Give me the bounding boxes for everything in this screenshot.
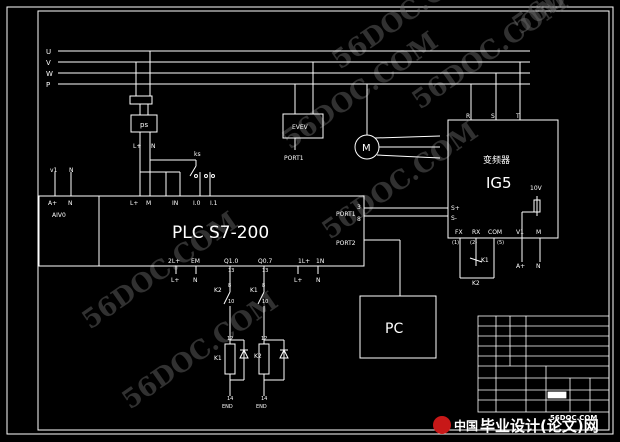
plc-pin8: 8	[357, 216, 361, 223]
relay-right-12: 12	[261, 336, 267, 342]
footer-brand-zh: 中国	[454, 418, 478, 433]
footer-brand-main: 毕业设计(论文)网	[480, 417, 599, 435]
inv-s: S	[491, 113, 495, 120]
aivo-block	[38, 172, 100, 267]
inv-10v: 10V	[530, 185, 543, 192]
inv-n: N	[536, 263, 541, 270]
relay-circuits	[223, 266, 289, 396]
inv-s-plus: S+	[451, 205, 460, 212]
pc-label: PC	[385, 321, 403, 337]
relay-right-10: 10	[262, 299, 268, 305]
ps-block	[129, 51, 158, 196]
plc-bottom-n-2: N	[316, 277, 321, 284]
footer-site: 56DOC.COM	[550, 414, 597, 422]
aivo-label: AIV0	[52, 212, 66, 219]
ps-n: N	[151, 143, 156, 150]
logo-globe-icon	[433, 416, 451, 434]
bus-label-p: P	[46, 81, 50, 89]
plc-bottom-n-1: N	[193, 277, 198, 284]
inv-model: IG5	[486, 174, 512, 192]
plc-port-1lplus: 1L+	[298, 258, 310, 265]
inv-r: R	[466, 113, 470, 120]
inv-small-5: (5)	[497, 240, 504, 246]
motor	[354, 84, 441, 160]
plc-pin3: 3	[357, 204, 361, 211]
bus-label-u: U	[46, 48, 51, 56]
relay-left-k1: K1	[214, 355, 222, 362]
inv-contacts	[459, 238, 541, 279]
ks-switch	[140, 159, 215, 196]
plc-bottom-lplus-1: L+	[171, 277, 179, 284]
plc-port-lplus: L+	[130, 200, 138, 207]
plc-port2: PORT2	[336, 240, 356, 247]
ps-label: ps	[140, 121, 148, 129]
plc-port-q07: Q0.7	[258, 258, 272, 265]
ps-lplus: L+	[133, 143, 141, 150]
outer-frame	[6, 6, 614, 435]
inv-rx: RX	[472, 229, 480, 236]
plc-port1: PORT1	[336, 211, 356, 218]
inv-title-cn: 变频器	[483, 154, 510, 166]
inv-s-minus: S-	[451, 215, 457, 222]
evev-block	[282, 62, 324, 150]
watermark-3: 56DOC.COM	[317, 116, 484, 245]
plc-bottom-lines	[175, 266, 319, 274]
evev-label: EVEV	[292, 124, 309, 131]
plc-num-13a: 13	[228, 268, 234, 274]
inv-small-2: (2)	[470, 240, 477, 246]
inv-k1: K1	[481, 257, 489, 264]
plc-port-in: IN	[172, 200, 178, 207]
relay-left-k2: K2	[214, 287, 222, 294]
relay-left-end: END	[222, 404, 233, 410]
aivo-a-plus: A+	[48, 200, 57, 207]
inv-m: M	[536, 229, 541, 236]
plc-num-13b: 13	[262, 268, 268, 274]
bus-label-v: V	[46, 59, 51, 67]
bus-label-w: W	[46, 70, 53, 78]
relay-right-14: 14	[261, 396, 267, 402]
plc-port-1n: 1N	[316, 258, 324, 265]
plc-port-i1: I.1	[210, 200, 218, 207]
plc-port-2lplus: 2L+	[168, 258, 180, 265]
inv-com: COM	[488, 229, 502, 236]
inner-frame	[37, 10, 610, 431]
evev-port1: PORT1	[284, 155, 304, 162]
inv-small-1: (1)	[452, 240, 459, 246]
aivo-n-top: N	[69, 167, 74, 174]
inv-k2: K2	[472, 280, 480, 287]
plc-bottom-lplus-2: L+	[294, 277, 302, 284]
plc-port-m: M	[146, 200, 151, 207]
inv-fx: FX	[455, 229, 463, 236]
footer-logo: 中国 毕业设计(论文)网 56DOC.COM	[430, 410, 615, 438]
inv-v1: V1	[516, 229, 524, 236]
aivo-n: N	[68, 200, 73, 207]
relay-left-10: 10	[228, 299, 234, 305]
motor-label: M	[362, 143, 371, 154]
relay-left-8: 8	[228, 283, 231, 289]
inv-t: T	[515, 113, 520, 120]
power-bus	[58, 50, 530, 85]
plc-port-em: EM	[191, 258, 200, 265]
watermark-7: 56DOC.COM	[507, 0, 620, 41]
aivo-v1: v1	[50, 167, 58, 174]
relay-left-14: 14	[227, 396, 233, 402]
relay-right-8: 8	[262, 283, 265, 289]
inverter-block	[364, 62, 559, 296]
relay-right-k2: K2	[254, 353, 262, 360]
plc-title: PLC S7-200	[172, 223, 269, 243]
inv-a-plus: A+	[516, 263, 525, 270]
ks-label: ks	[194, 151, 201, 158]
relay-right-k1: K1	[250, 287, 258, 294]
plc-port-q10: Q1.0	[224, 258, 238, 265]
footer-logo-svg: 中国 毕业设计(论文)网 56DOC.COM	[433, 414, 599, 435]
plc-port-i0: I.0	[193, 200, 201, 207]
title-block	[477, 315, 610, 413]
pc-box	[359, 295, 437, 359]
plc-block	[98, 172, 365, 267]
relay-right-end: END	[256, 404, 267, 410]
relay-left-12: 12	[227, 336, 233, 342]
